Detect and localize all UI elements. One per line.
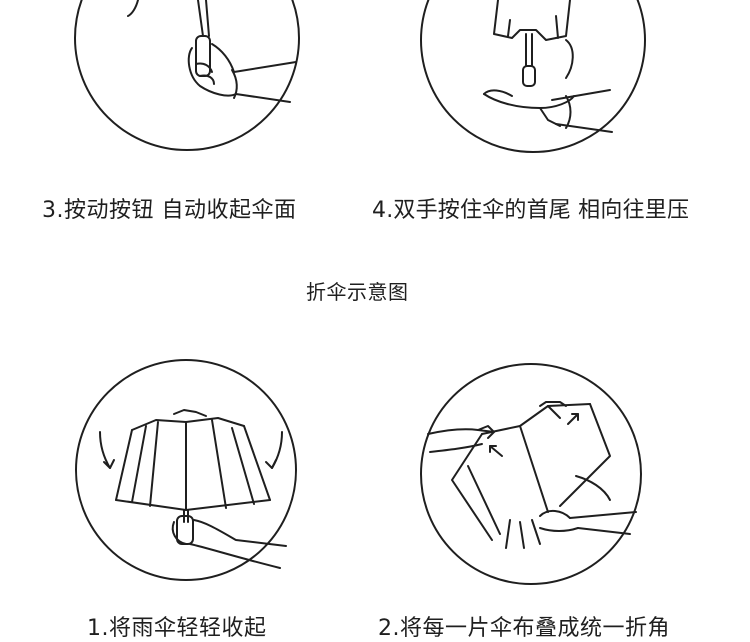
step2-illustration — [420, 363, 642, 585]
step4-caption: 4.双手按住伞的首尾 相向往里压 — [372, 198, 690, 223]
step1-circle — [75, 359, 297, 581]
step3-circle — [74, 0, 300, 151]
step1-caption: 1.将雨伞轻轻收起 — [87, 616, 267, 641]
step2-circle — [420, 363, 642, 585]
step3-illustration — [74, 0, 300, 151]
diagram-title: 折伞示意图 — [306, 280, 409, 304]
step4-illustration — [420, 0, 646, 153]
step2-caption: 2.将每一片伞布叠成统一折角 — [378, 616, 670, 641]
step4-circle — [420, 0, 646, 153]
step1-illustration — [75, 359, 297, 581]
step3-caption: 3.按动按钮 自动收起伞面 — [42, 198, 297, 223]
